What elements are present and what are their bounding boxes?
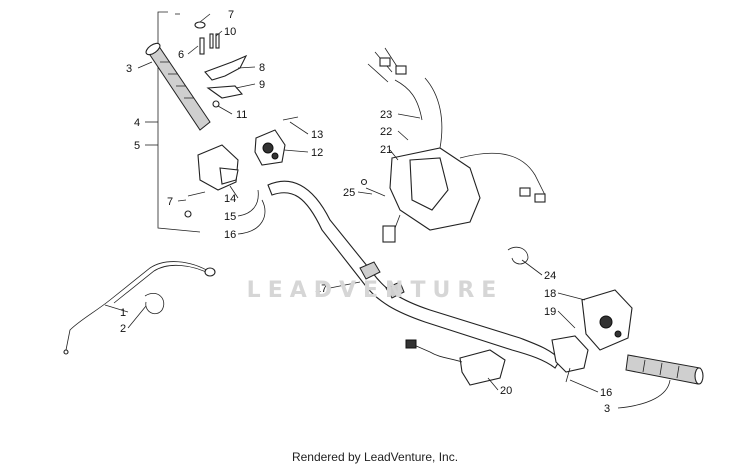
callout: 20	[500, 385, 512, 397]
callout: 12	[311, 147, 323, 159]
callout: 15	[224, 211, 236, 223]
callout: 4	[134, 117, 140, 129]
callout: 8	[259, 62, 265, 74]
callout: 21	[380, 144, 392, 156]
callout: 2	[120, 323, 126, 335]
throttle-housing	[184, 144, 239, 218]
handlebar-switch	[254, 116, 299, 166]
callout: 7	[167, 196, 173, 208]
callout: 22	[380, 126, 392, 138]
callout: 23	[380, 109, 392, 121]
grip-heater-element	[405, 339, 506, 386]
cable-clamp	[144, 293, 165, 315]
callout: 24	[544, 270, 556, 282]
callout: 16	[600, 387, 612, 399]
leader-lines	[104, 13, 671, 409]
left-hand-grip	[145, 42, 211, 131]
callout: 10	[224, 26, 236, 38]
right-hand-grip	[625, 354, 704, 385]
callout: 7	[228, 9, 234, 21]
callout: 18	[544, 288, 556, 300]
callout: 17	[315, 283, 327, 295]
callout: 3	[126, 63, 132, 75]
callout: 14	[224, 193, 236, 205]
callout: 5	[134, 140, 140, 152]
callout: 6	[178, 49, 184, 61]
callout: 13	[311, 129, 323, 141]
right-hand-switch	[507, 246, 633, 383]
callout: 19	[544, 306, 556, 318]
callout: 11	[236, 109, 247, 121]
callout-labels: 7 10 6 3 8 9 11 4 5 13 12 7 14 15 16 23 …	[120, 9, 612, 415]
callout: 3	[604, 403, 610, 415]
watermark: LEADVENTURE	[246, 278, 504, 303]
group-bracket-left	[157, 11, 201, 233]
callout: 9	[259, 79, 265, 91]
throttle-lever	[194, 21, 248, 108]
callout: 1	[120, 307, 126, 319]
throttle-cable	[63, 261, 216, 355]
footer-credit: Rendered by LeadVenture, Inc.	[291, 450, 459, 464]
callout: 16	[224, 229, 236, 241]
callout: 25	[343, 187, 355, 199]
control-housing-harness	[360, 47, 546, 243]
